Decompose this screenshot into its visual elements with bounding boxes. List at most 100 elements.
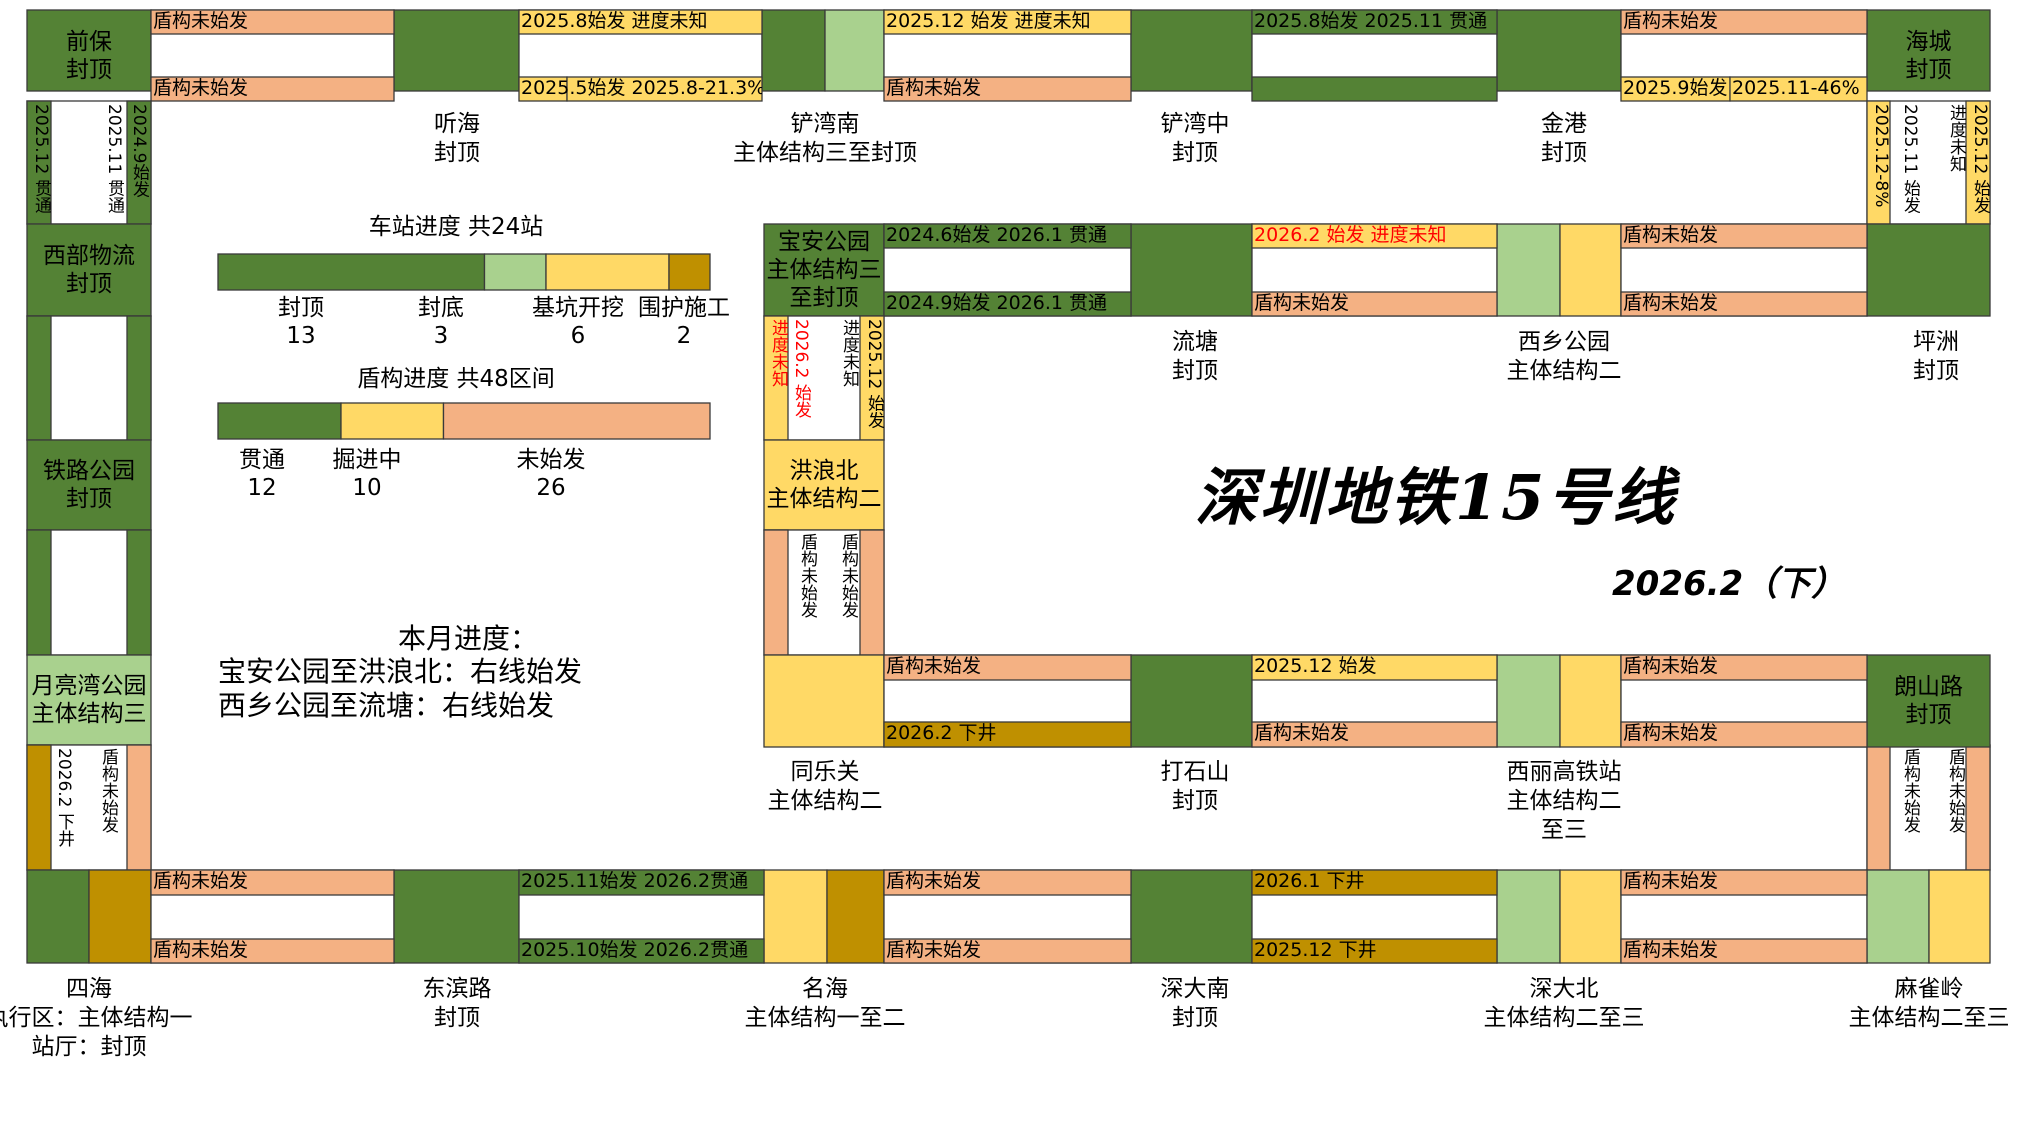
station-label-line: 西乡公园 — [1518, 329, 1610, 355]
station-progress-legend-value: 6 — [570, 323, 586, 349]
station-label-line: 东滨路 — [422, 976, 492, 1002]
tunnel-status-text: 2025.11始发 2026.2贯通 — [521, 870, 749, 892]
station-label-line: 执行区：主体结构一 — [0, 1005, 193, 1031]
station-box-label-langshanlu: 朗山路封顶 — [1867, 655, 1990, 747]
station-label-jingang: 金港封顶 — [1541, 110, 1587, 168]
tunnel-status-text: 2025.12 始发 进度未知 — [886, 10, 1091, 32]
tunnel-status-text: 进度未知 — [768, 319, 788, 387]
tunnel-status-text: 2026.2 始发 — [791, 319, 811, 418]
track-block — [518, 869, 765, 896]
track-block — [1496, 654, 1561, 748]
track-block — [1965, 100, 1991, 225]
station-label-line: 主体结构二至三 — [1848, 1005, 2010, 1031]
tunnel-status-text: 盾构未始发 — [886, 77, 982, 99]
track-block — [1620, 654, 1868, 681]
track-block — [1496, 869, 1561, 964]
tunnel-status-text: 2024.9始发 2026.1 贯通 — [886, 292, 1108, 314]
track-block — [1620, 869, 1868, 896]
station-progress-legend-label: 基坑开挖 — [532, 295, 624, 321]
track-block — [126, 100, 152, 225]
tunnel-status-text: 2026.2 下井 — [886, 722, 997, 744]
station-label-liutang: 流塘封顶 — [1172, 328, 1218, 386]
tunnel-status-text: 盾构未始发 — [1623, 722, 1719, 744]
shield-progress-legend-label: 贯通 — [239, 447, 285, 473]
station-label-line: 深大北 — [1529, 976, 1599, 1002]
track-block — [883, 291, 1132, 317]
tunnel-status-text: 盾构未始发 — [153, 870, 249, 892]
track-block — [1620, 9, 1868, 35]
track-block — [1251, 721, 1498, 748]
track-block — [883, 223, 1132, 249]
station-label-line: 名海 — [802, 976, 848, 1002]
station-label-line: 流塘 — [1172, 329, 1218, 355]
track-block — [26, 9, 152, 92]
track-block — [1928, 869, 1991, 964]
station-label-xixianggongyuan: 西乡公园主体结构二 — [1507, 328, 1622, 386]
tunnel-status-text: 盾构未始发 — [153, 939, 249, 961]
station-box-label-line: 封顶 — [66, 271, 112, 297]
tunnel-status-text: 2025.12-8% — [1871, 104, 1891, 208]
tunnel-status-text: 盾构未始发 — [797, 533, 817, 618]
tunnel-status-text: 2025.5始发 2025.8-21.3% — [521, 77, 762, 99]
tunnel-status-text: 2025.12 贯通 — [31, 104, 51, 214]
station-label-line: 打石山 — [1160, 759, 1230, 785]
station-label-tongleguan: 同乐关主体结构二 — [768, 758, 883, 816]
tunnel-status-text: 进度未知 — [1946, 104, 1966, 172]
station-box-label-line: 至封顶 — [789, 285, 859, 311]
station-label-sihai: 四海执行区：主体结构一站厅：封顶 — [0, 975, 193, 1062]
station-label-line: 封顶 — [434, 1005, 480, 1031]
tunnel-status-text: 2025.11 始发 — [1900, 104, 1920, 214]
station-box-label-line: 宝安公园 — [778, 229, 870, 255]
track-block — [26, 869, 90, 964]
tunnel-status-text: 2025.8始发 进度未知 — [521, 10, 708, 32]
tunnel-status-text: 2026.2 下井 — [54, 748, 74, 847]
track-block — [126, 315, 152, 441]
station-box-label-yueliangwan: 月亮湾公园主体结构三 — [27, 655, 151, 745]
station-label-line: 封顶 — [1541, 140, 1587, 166]
station-label-shendabei: 深大北主体结构二至三 — [1484, 975, 1645, 1033]
station-progress-legend-value: 13 — [286, 323, 316, 349]
track-block — [1251, 869, 1498, 896]
tunnel-status-text: 2024.6始发 2026.1 贯通 — [886, 224, 1108, 246]
shield-progress-legend-value: 10 — [352, 475, 382, 501]
track-block — [1965, 744, 1991, 871]
shield-progress-legend-value: 12 — [247, 475, 277, 501]
track-block — [26, 654, 152, 746]
shield-progress-legend-label: 掘进中 — [332, 447, 402, 473]
track-block — [1866, 9, 1991, 92]
station-box-label-line: 洪浪北 — [789, 458, 859, 484]
station-box-label-line: 前保 — [66, 28, 112, 55]
track-block — [883, 938, 1132, 964]
station-progress-bar-segment — [217, 253, 486, 291]
tunnel-status-text: 盾构未始发 — [886, 939, 982, 961]
shield-progress-bar-segment — [442, 402, 711, 440]
station-label-line: 同乐关 — [790, 759, 860, 785]
station-label-line: 金港 — [1541, 111, 1587, 137]
track-block — [859, 529, 885, 656]
track-block — [763, 223, 885, 317]
station-label-line: 封顶 — [1172, 358, 1218, 384]
station-progress-legend-value: 2 — [676, 323, 692, 349]
station-label-chanwannan: 铲湾南主体结构三至封顶 — [733, 110, 917, 168]
tunnel-status-text: 盾构未始发 — [886, 655, 982, 677]
track-block — [518, 938, 765, 964]
track-block — [393, 9, 520, 92]
track-block — [88, 869, 152, 964]
tunnel-status-text: 2025.11 贯通 — [104, 104, 124, 214]
station-box-label-line: 铁路公园 — [43, 458, 135, 484]
track-block — [1251, 938, 1498, 964]
station-label-line: 听海 — [434, 111, 480, 137]
tunnel-status-text: 盾构未始发 — [1254, 722, 1350, 744]
track-block — [1620, 938, 1868, 964]
station-label-line: 主体结构一至二 — [744, 1005, 906, 1031]
tunnel-status-text: 盾构未始发 — [1900, 748, 1920, 833]
track-block — [150, 76, 395, 102]
station-label-line: 深大南 — [1160, 976, 1230, 1002]
station-label-line: 主体结构二 — [767, 788, 883, 814]
track-block — [763, 315, 789, 441]
station-progress-legend-value: 3 — [433, 323, 449, 349]
station-progress-bar-segment — [668, 253, 711, 291]
track-block — [1130, 9, 1253, 92]
